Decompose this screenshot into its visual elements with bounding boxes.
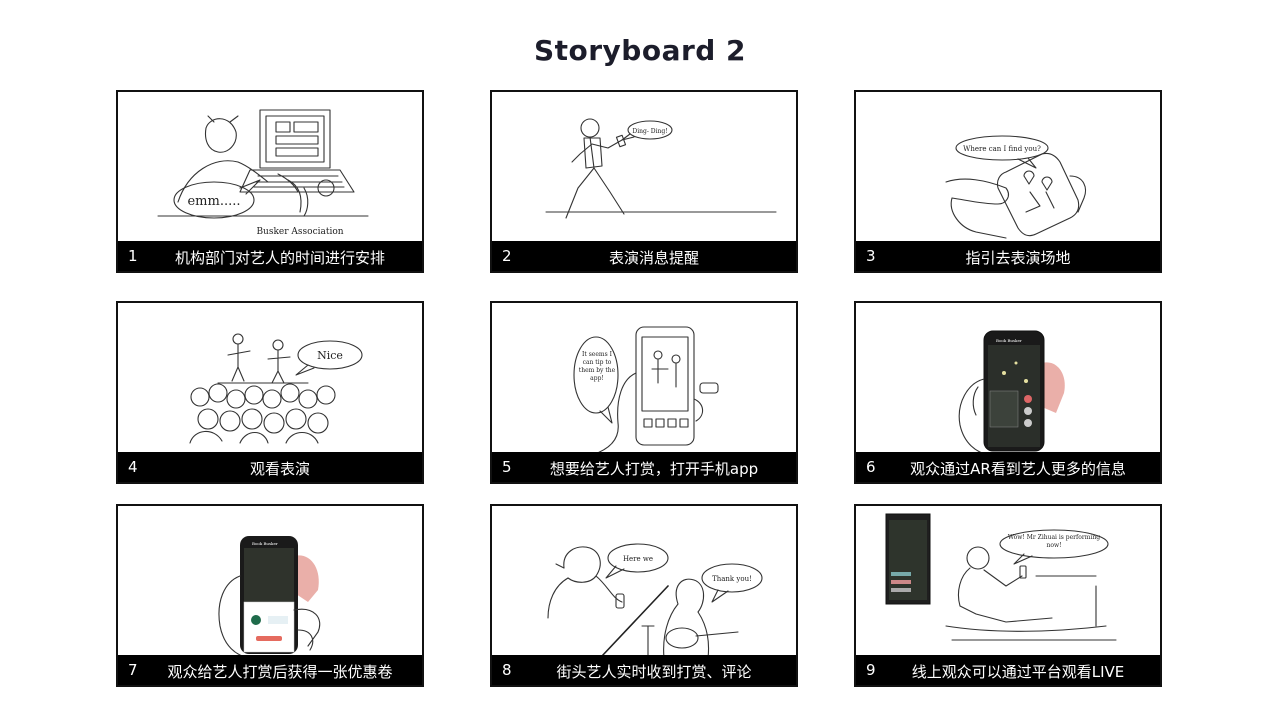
bubble-text: Nice bbox=[317, 349, 343, 362]
panel-number: 7 bbox=[128, 661, 138, 679]
caption-bar: 2 表演消息提醒 bbox=[492, 241, 796, 271]
bubble-text: It seems I can tip to them by the app! bbox=[578, 351, 616, 382]
panel-8: Here we Thank you! 8 街头艺人实时收到打赏、评论 bbox=[490, 504, 798, 687]
panel-number: 3 bbox=[866, 247, 876, 265]
caption-text: 指引去表演场地 bbox=[965, 249, 1071, 267]
caption-text: 想要给艺人打赏，打开手机app bbox=[549, 460, 759, 478]
caption-text: 观看表演 bbox=[249, 460, 310, 478]
bubble-text: Where can I find you? bbox=[963, 145, 1041, 153]
bubble-text: Ding- Ding! bbox=[632, 128, 667, 135]
panel-2-illustration: Ding- Ding! bbox=[545, 118, 777, 219]
caption-bar: 1 机构部门对艺人的时间进行安排 bbox=[118, 241, 422, 271]
panel-7: Book Busker 7 观众给艺人打赏后获得一张优惠卷 bbox=[116, 504, 424, 687]
panel-9: Wow! Mr Zihuai is performing now! 9 线上观众… bbox=[854, 504, 1162, 687]
caption-text: 街头艺人实时收到打赏、评论 bbox=[556, 663, 752, 681]
caption-text: 观众通过AR看到艺人更多的信息 bbox=[910, 460, 1126, 478]
panel-5-illustration: It seems I can tip to them by the app! bbox=[573, 326, 719, 455]
panel-2: Ding- Ding! 2 表演消息提醒 bbox=[490, 90, 798, 273]
app-title: Book Busker bbox=[252, 541, 278, 546]
panel-number: 4 bbox=[128, 458, 138, 476]
panel-number: 2 bbox=[502, 247, 512, 265]
bubble-text: Wow! Mr Zihuai is performing now! bbox=[1007, 534, 1101, 549]
storyboard-title: Storyboard 2 bbox=[533, 34, 747, 67]
panel-number: 6 bbox=[866, 458, 876, 476]
panel-3: Where can I find you? 3 指引去表演场地 bbox=[854, 90, 1162, 273]
caption-bar: 9 线上观众可以通过平台观看LIVE bbox=[856, 655, 1160, 685]
caption-text: 线上观众可以通过平台观看LIVE bbox=[911, 663, 1125, 681]
caption-text: 观众给艺人打赏后获得一张优惠卷 bbox=[167, 663, 393, 681]
panel-number: 5 bbox=[502, 458, 512, 476]
caption-bar: 4 观看表演 bbox=[118, 452, 422, 482]
panel-number: 1 bbox=[128, 247, 138, 265]
panel-9-illustration: Wow! Mr Zihuai is performing now! bbox=[885, 513, 1117, 641]
caption-bar: 8 街头艺人实时收到打赏、评论 bbox=[492, 655, 796, 685]
caption-bar: 5 想要给艺人打赏，打开手机app bbox=[492, 452, 796, 482]
panel-4-illustration: Nice bbox=[189, 333, 363, 444]
panel-6: Book Busker 6 观众通过AR看到艺人更多的信息 bbox=[854, 301, 1162, 484]
panel-8-illustration: Here we Thank you! bbox=[547, 543, 763, 658]
caption-bar: 3 指引去表演场地 bbox=[856, 241, 1160, 271]
bubble-text: Here we bbox=[623, 555, 653, 563]
app-title: Book Busker bbox=[996, 338, 1022, 343]
caption-bar: 6 观众通过AR看到艺人更多的信息 bbox=[856, 452, 1160, 482]
panel-1-illustration: emm..... Busker Association bbox=[157, 109, 369, 237]
bubble-text-2: Thank you! bbox=[712, 575, 752, 583]
panel-7-illustration: Book Busker bbox=[218, 536, 321, 658]
panel-number: 8 bbox=[502, 661, 512, 679]
panel-1: emm..... Busker Association 1 机构部门对艺人的时间… bbox=[116, 90, 424, 273]
panel-5: It seems I can tip to them by the app! 5… bbox=[490, 301, 798, 484]
caption-text: 机构部门对艺人的时间进行安排 bbox=[174, 249, 385, 267]
caption-bar: 7 观众给艺人打赏后获得一张优惠卷 bbox=[118, 655, 422, 685]
bubble-text: emm..... bbox=[187, 194, 240, 209]
association-label: Busker Association bbox=[256, 227, 343, 237]
panel-4: Nice 4 观看表演 bbox=[116, 301, 424, 484]
panel-6-illustration: Book Busker bbox=[958, 330, 1065, 455]
panel-number: 9 bbox=[866, 661, 876, 679]
panel-3-illustration: Where can I find you? bbox=[945, 135, 1087, 239]
caption-text: 表演消息提醒 bbox=[608, 249, 699, 267]
